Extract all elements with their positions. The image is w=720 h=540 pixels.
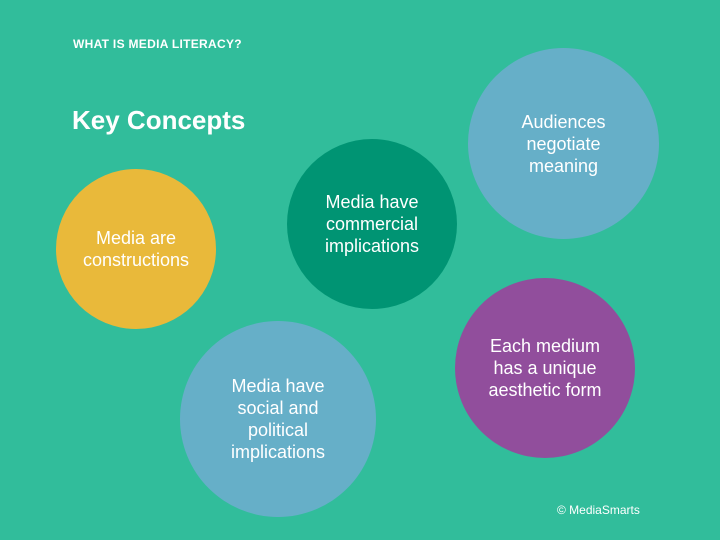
concept-circle-commercial: Media have commercial implications (287, 139, 457, 309)
concept-text-line: negotiate (526, 133, 601, 154)
concept-circle-constructions: Media are constructions (56, 169, 216, 329)
concept-text-line: Media are (95, 228, 177, 248)
concept-text-line: aesthetic form (488, 380, 602, 400)
concept-circle-social: Media have social and political implicat… (180, 321, 376, 517)
concept-text-line: Media have (231, 376, 325, 396)
concept-text-line: political (247, 420, 309, 440)
page-title: Key Concepts (72, 105, 246, 135)
concept-circle-audiences: Audiences negotiate meaning (468, 48, 659, 239)
copyright-footer: © MediaSmarts (557, 503, 640, 517)
concept-text-line: Audiences (521, 111, 606, 132)
concept-text-line: social and (237, 398, 319, 418)
concept-text-line: has a unique (493, 358, 597, 378)
concept-text-line: meaning (528, 155, 599, 176)
concept-text-line: Media have (325, 192, 419, 212)
concept-circle-aesthetic: Each medium has a unique aesthetic form (455, 278, 635, 458)
concept-text-line: implications (324, 236, 420, 256)
concept-text-line: constructions (82, 250, 190, 270)
eyebrow-heading: WHAT IS MEDIA LITERACY? (73, 37, 242, 51)
concept-text-line: Each medium (489, 336, 601, 356)
concept-text-line: commercial (325, 214, 418, 234)
concept-text-line: implications (230, 442, 326, 462)
